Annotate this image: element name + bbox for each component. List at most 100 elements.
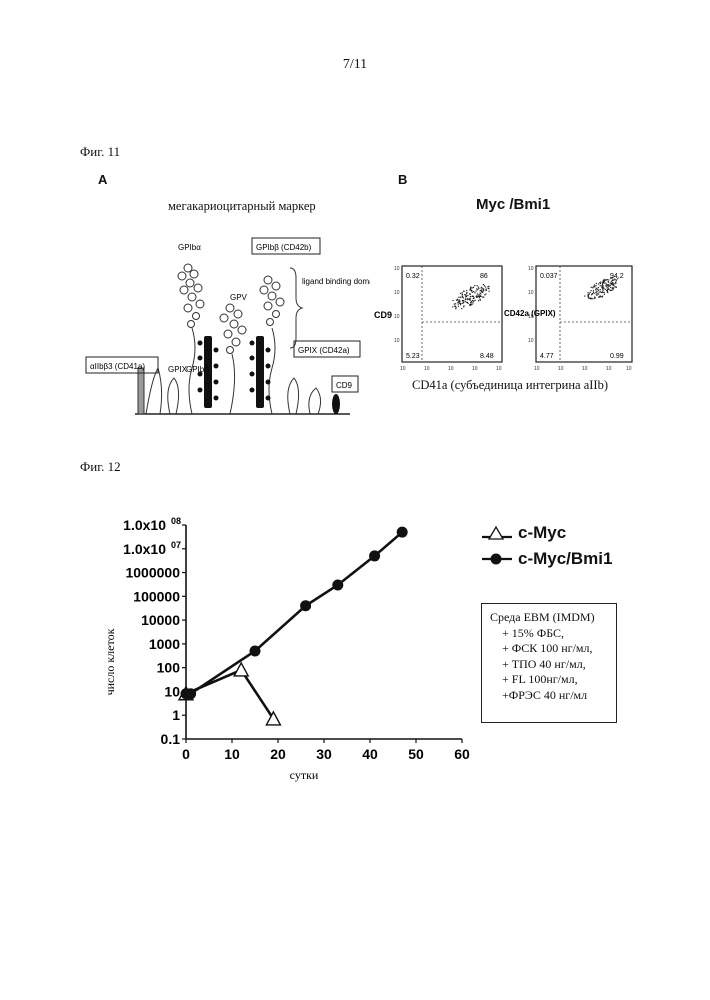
flow-dot	[603, 290, 604, 291]
flow-dot	[458, 301, 459, 302]
flow-cytometry-plots: 0.32 86 5.23 8.48 0.037 94.2 4.77 0.99 C…	[370, 258, 640, 374]
plot1-ylabel: CD9	[374, 310, 392, 320]
flow-dot	[593, 286, 594, 287]
tick: 10	[394, 266, 400, 272]
y-tick-label: 1.0x10	[123, 517, 166, 533]
tick: 10	[558, 366, 564, 372]
panel-a-letter: A	[98, 172, 107, 187]
ligand-binding-label: ligand binding domain	[302, 277, 370, 286]
flow-dot	[458, 297, 459, 298]
chart-legend: c-Myc c-Myc/Bmi1	[480, 520, 612, 572]
flow-dot	[474, 285, 475, 286]
tick: 10	[534, 366, 540, 372]
flow-dot	[455, 303, 456, 304]
flow-dot	[594, 293, 595, 294]
flow-dot	[462, 294, 463, 295]
flow-dot	[484, 294, 485, 295]
megakaryocyte-marker-diagram: GPIbα GPIbβ (CD42b) ligand binding domai…	[80, 228, 370, 428]
plot1-q-ul: 0.32	[406, 273, 420, 280]
flow-dot	[606, 286, 607, 287]
y-axis-ticks: 0.111010010001000010000010000001.0x10071…	[123, 516, 186, 747]
flow-dot	[479, 296, 480, 297]
flow-dot	[472, 292, 473, 293]
flow-dot	[465, 296, 466, 297]
flow-dot	[480, 295, 481, 296]
y-tick-label: 1	[172, 707, 180, 723]
media-line: +ФРЭС 40 нг/мл	[482, 688, 616, 704]
flow-dot	[600, 296, 601, 297]
flow-dot	[594, 286, 595, 287]
flow-dot	[465, 299, 466, 300]
flow-dot	[479, 294, 480, 295]
flow-dot	[466, 290, 467, 291]
flow-dot	[607, 291, 608, 292]
flow-dot	[472, 300, 473, 301]
gpv-label: GPV	[230, 293, 248, 302]
flow-dot	[594, 284, 595, 285]
flow-dot	[599, 291, 600, 292]
flow-dot	[607, 285, 608, 286]
flow-dot	[598, 283, 599, 284]
flow-dot	[457, 299, 458, 300]
flow-dots-2	[584, 277, 618, 299]
flow-dot	[476, 291, 477, 292]
flow-dot	[613, 283, 614, 284]
tick: 10	[582, 366, 588, 372]
x-tick-label: 50	[408, 746, 424, 762]
flow-dot	[453, 300, 454, 301]
gpib-alpha-label: GPIbα	[178, 243, 201, 252]
flow-dot	[477, 293, 478, 294]
flow-dot	[611, 283, 612, 284]
flow-dot	[452, 306, 453, 307]
tick: 10	[394, 290, 400, 296]
flow-dot	[485, 286, 486, 287]
legend-item-cmyc: c-Myc	[480, 520, 612, 546]
flow-dot	[474, 292, 475, 293]
flow-dot	[607, 289, 608, 290]
flow-dot	[592, 298, 593, 299]
plot1-q-lr: 8.48	[480, 353, 494, 360]
tick: 10	[394, 338, 400, 344]
flow-dot	[461, 308, 462, 309]
x-tick-label: 40	[362, 746, 378, 762]
flow-dot	[605, 280, 606, 281]
flow-dot	[608, 289, 609, 290]
growth-chart: 0.111010010001000010000010000001.0x10071…	[96, 505, 476, 805]
flow-dot	[612, 287, 613, 288]
flow-dot	[591, 290, 592, 291]
flow-dot	[477, 285, 478, 286]
gpix-label: GPIX	[168, 365, 188, 374]
flow-dot	[600, 285, 601, 286]
y-axis-label: число клеток	[103, 628, 117, 695]
flow-dot	[459, 301, 460, 302]
flow-dot	[600, 289, 601, 290]
flow-dot	[481, 289, 482, 290]
flow-dot	[587, 294, 588, 295]
data-point-circle	[369, 550, 380, 561]
flow-panel-title: Myc /Bmi1	[476, 196, 550, 213]
flow-dot	[593, 292, 594, 293]
figure-11-label: Фиг. 11	[80, 144, 120, 160]
flow-dot	[486, 289, 487, 290]
flow-plot-cd9	[402, 266, 502, 362]
flow-dot	[472, 304, 473, 305]
flow-dot	[588, 297, 589, 298]
x-tick-label: 10	[224, 746, 240, 762]
plot2-q-ul: 0.037	[540, 273, 558, 280]
flow-dot	[482, 292, 483, 293]
flow-dot	[595, 285, 596, 286]
flow-dot	[480, 300, 481, 301]
cd9-label: CD9	[336, 381, 353, 390]
flow-dot	[466, 294, 467, 295]
flow-dot	[592, 293, 593, 294]
flow-dot	[467, 299, 468, 300]
tick: 10	[496, 366, 502, 372]
flow-dot	[467, 302, 468, 303]
flow-dot	[608, 281, 609, 282]
flow-x-axis-label: CD41a (субъединица интегрина aIIb)	[380, 378, 640, 393]
flow-dot	[470, 287, 471, 288]
flow-dot	[473, 287, 474, 288]
x-tick-label: 0	[182, 746, 190, 762]
flow-dot	[454, 304, 455, 305]
flow-dot	[477, 296, 478, 297]
